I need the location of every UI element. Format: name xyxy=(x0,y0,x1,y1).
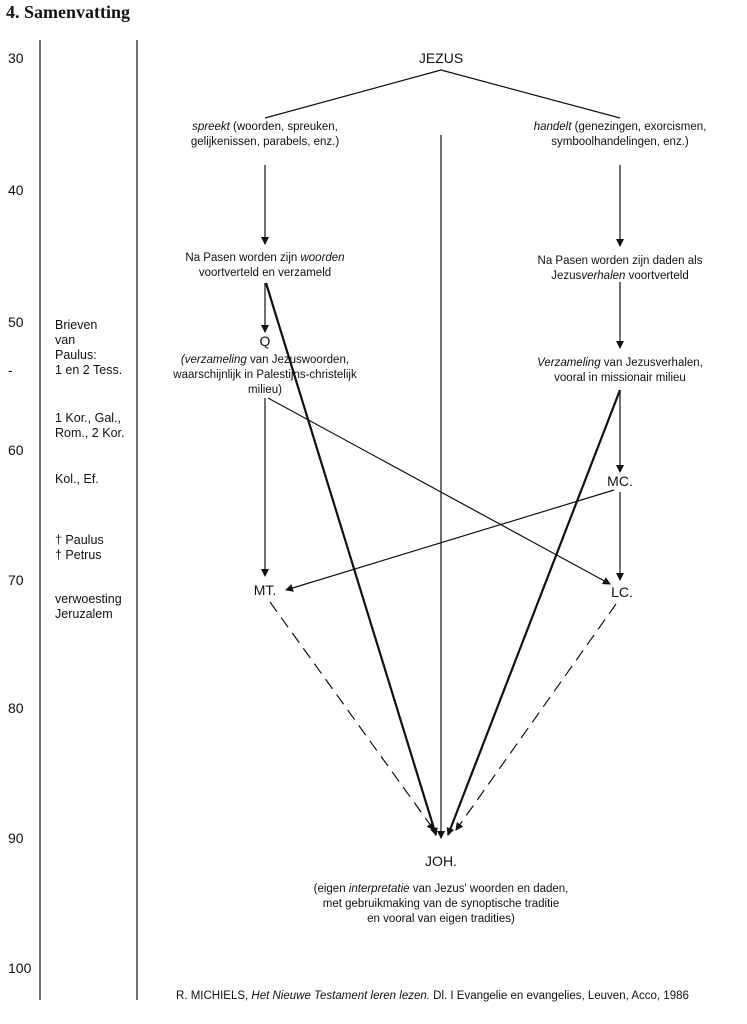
section-title: 4. Samenvatting xyxy=(6,2,131,22)
node-handelt: handelt (genezingen, exorcismen,symboolh… xyxy=(533,121,707,148)
year-label: 100 xyxy=(8,960,32,976)
year-label: 30 xyxy=(8,50,24,66)
node-mt: MT. xyxy=(253,582,277,598)
edge-jezus-spreekt xyxy=(264,69,442,119)
edge-verzameling-joh xyxy=(446,389,622,836)
node-q-description: (verzameling van Jezuswoorden,waarschijn… xyxy=(173,354,357,396)
event-kol-ef: Kol., Ef. xyxy=(55,472,99,486)
year-label: 80 xyxy=(8,700,24,716)
event-kor-gal-rom: 1 Kor., Gal.,Rom., 2 Kor. xyxy=(55,411,125,440)
edge-lc-joh xyxy=(455,603,617,831)
edge-q-lc xyxy=(267,397,611,585)
node-verzameling-verhalen: Verzameling van Jezusverhalen,vooral in … xyxy=(537,357,703,384)
node-mc: MC. xyxy=(607,473,633,489)
event-death-paulus-petrus: † Paulus† Petrus xyxy=(55,533,104,562)
edge-mt-joh xyxy=(269,601,435,831)
node-q: Q xyxy=(259,333,271,349)
year-label: 70 xyxy=(8,572,24,588)
node-jezus: JEZUS xyxy=(418,50,464,66)
node-spreekt: spreekt (woorden, spreuken,gelijkenissen… xyxy=(190,121,340,148)
node-lc: LC. xyxy=(611,584,633,600)
year-label: 90 xyxy=(8,830,24,846)
year-label: 60 xyxy=(8,442,24,458)
year-label: 50 xyxy=(8,314,24,330)
citation: R. MICHIELS, Het Nieuwe Testament leren … xyxy=(176,990,689,1002)
edge-pasen-joh xyxy=(264,282,438,836)
edge-mc-mt xyxy=(285,489,615,592)
node-joh-description: (eigen interpretatie van Jezus' woorden … xyxy=(313,883,569,925)
node-joh: JOH. xyxy=(425,853,457,869)
year-label: 40 xyxy=(8,182,24,198)
year-tick: - xyxy=(8,362,13,378)
edge-jezus-handelt xyxy=(440,69,621,119)
